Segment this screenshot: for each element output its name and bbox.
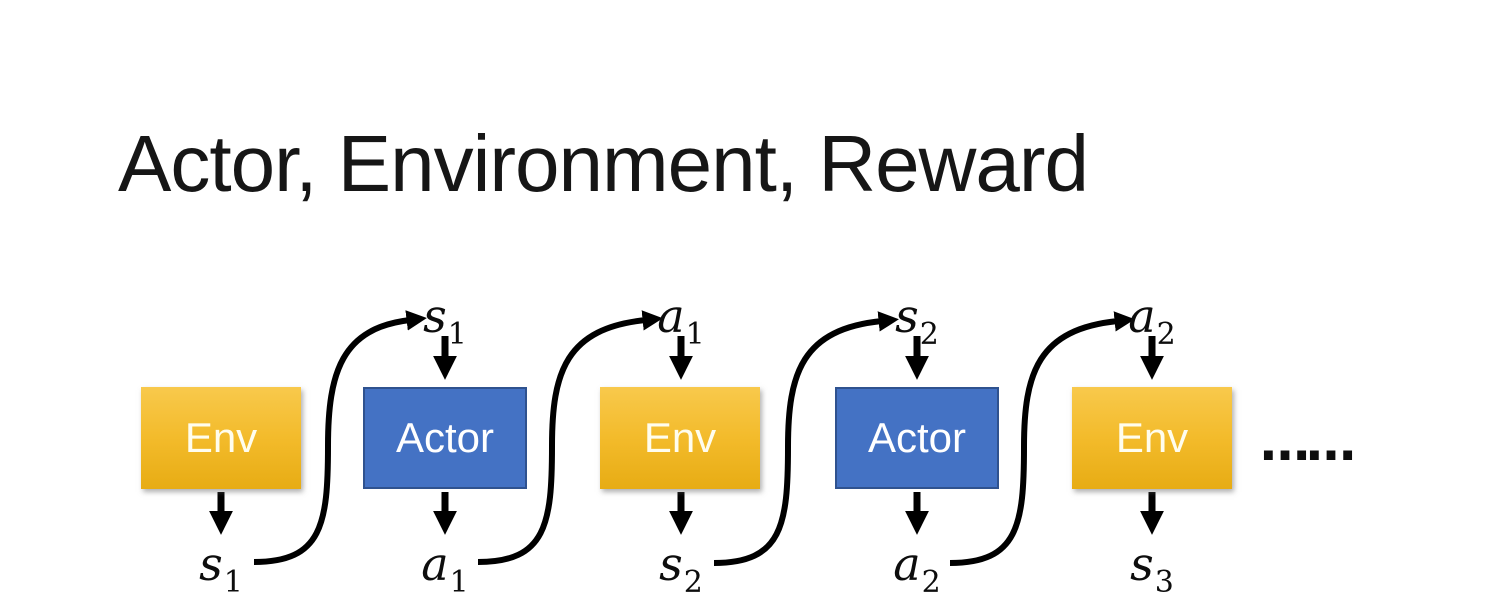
label-top-a2: a2 (1107, 290, 1197, 361)
label-base: s (659, 537, 683, 591)
label-sub: 3 (1154, 565, 1174, 600)
label-sub: 2 (1156, 317, 1176, 352)
node-env-1: Env (141, 387, 301, 489)
label-bottom-a1: a1 (400, 538, 490, 608)
label-bottom-s1: s1 (176, 538, 266, 608)
label-sub: 2 (683, 565, 703, 600)
label-sub: 1 (685, 317, 705, 352)
label-top-s1: s1 (400, 290, 490, 361)
label-top-a1: a1 (636, 290, 726, 361)
curve-arrow-a1 (477, 310, 663, 565)
node-actor-2: Actor (835, 387, 999, 489)
label-base: s (895, 289, 919, 343)
slide-title: Actor, Environment, Reward (118, 119, 1089, 208)
label-base: s (1130, 537, 1154, 591)
label-sub: 2 (921, 565, 941, 600)
label-base: a (1128, 289, 1156, 343)
node-actor-1: Actor (363, 387, 527, 489)
label-base: a (657, 289, 685, 343)
label-sub: 1 (449, 565, 469, 600)
label-bottom-s2: s2 (636, 538, 726, 608)
label-base: s (199, 537, 223, 591)
label-base: a (893, 537, 921, 591)
label-bottom-s3: s3 (1107, 538, 1197, 608)
label-sub: 2 (919, 317, 939, 352)
node-env-3: Env (1072, 387, 1232, 489)
label-sub: 1 (447, 317, 467, 352)
node-label: Env (1115, 414, 1189, 461)
node-label: Env (643, 414, 717, 461)
label-sub: 1 (223, 565, 243, 600)
label-base: s (423, 289, 447, 343)
node-label: Env (184, 414, 258, 461)
node-label: Actor (395, 414, 495, 461)
curve-arrow-s2 (713, 311, 899, 566)
continuation-dots: …… (1260, 414, 1356, 472)
label-bottom-a2: a2 (872, 538, 962, 608)
node-label: Actor (867, 414, 967, 461)
label-base: a (421, 537, 449, 591)
curve-arrow-s1 (253, 310, 427, 565)
label-top-s2: s2 (872, 290, 962, 361)
node-env-2: Env (600, 387, 760, 489)
curve-arrow-a2 (949, 311, 1135, 566)
